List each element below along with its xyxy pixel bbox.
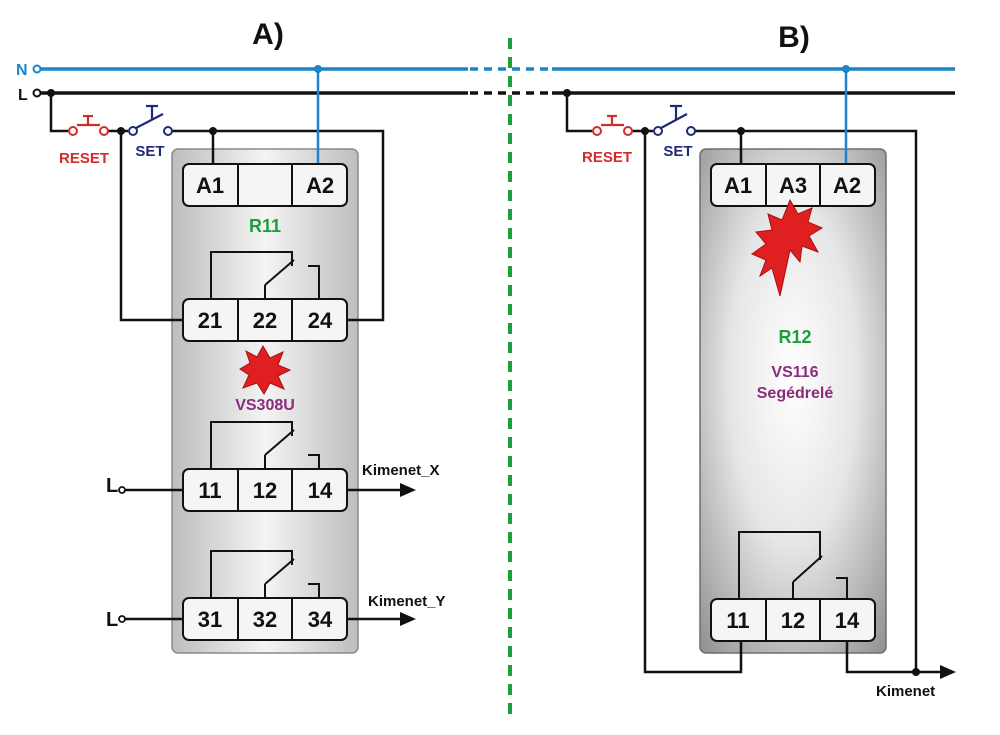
- set-label: SET: [135, 143, 164, 160]
- r11-terminals-11: 11 12 14: [182, 468, 348, 512]
- relay-r11-model: VS308U: [235, 397, 295, 414]
- set-button[interactable]: SET: [128, 104, 173, 160]
- r11-terminals-21: 21 22 24: [182, 298, 348, 342]
- reset-button-b[interactable]: RESET: [582, 114, 633, 166]
- l-rail-label: L: [18, 87, 28, 104]
- output-label: Kimenet: [876, 683, 935, 700]
- r11-terminals-31: 31 32 34: [182, 597, 348, 641]
- terminal-12-b: 12: [781, 608, 805, 633]
- terminal-12: 12: [253, 478, 277, 503]
- terminal-34: 34: [308, 607, 333, 632]
- relay-r12-model: VS116: [771, 364, 818, 381]
- terminal-31: 31: [198, 607, 222, 632]
- input-l-label-y: L: [106, 609, 118, 631]
- relay-r12-body: [699, 148, 887, 654]
- terminal-32: 32: [253, 607, 277, 632]
- relay-r11-name: R11: [249, 216, 281, 236]
- n-rail-label: N: [16, 62, 28, 79]
- terminal-a2-b: A2: [833, 173, 861, 198]
- r12-terminals-11: 11 12 14: [710, 598, 876, 642]
- spark-icon: [239, 344, 292, 395]
- relay-r12-name: R12: [778, 327, 811, 347]
- reset-label: RESET: [59, 150, 109, 167]
- output-y-arrow-icon: [400, 612, 416, 626]
- spark-icon-b: [750, 198, 824, 297]
- contact-11-symbol-b: [738, 531, 848, 600]
- contact-11-symbol: [210, 421, 320, 470]
- panel-a: RESET SET A1 A2 R11: [47, 65, 446, 654]
- set-label-b: SET: [663, 143, 692, 160]
- panel-b-title: B): [778, 21, 810, 54]
- terminal-a1: A1: [196, 173, 224, 198]
- relay-r12-desc: Segédrelé: [757, 385, 834, 402]
- terminal-14-b: 14: [835, 608, 860, 633]
- terminal-24: 24: [308, 308, 333, 333]
- contact-31-symbol: [210, 550, 320, 599]
- relay-r11-body: [171, 148, 359, 654]
- output-x-arrow-icon: [400, 483, 416, 497]
- input-l-label-x: L: [106, 475, 118, 497]
- output-arrow-icon: [940, 665, 956, 679]
- reset-label-b: RESET: [582, 149, 632, 166]
- terminal-11: 11: [198, 478, 221, 503]
- panel-a-title: A): [252, 18, 284, 51]
- panel-b: Kimenet RESET SET A1 A3 A2: [563, 65, 956, 700]
- terminal-21: 21: [198, 308, 222, 333]
- terminal-22: 22: [253, 308, 277, 333]
- output-x-label: Kimenet_X: [362, 462, 440, 479]
- r11-top-terminals: A1 A2: [182, 163, 348, 207]
- terminal-11-b: 11: [726, 608, 749, 633]
- reset-button[interactable]: RESET: [59, 114, 109, 167]
- l-rail: L: [18, 87, 955, 104]
- terminal-a1-b: A1: [724, 173, 752, 198]
- set-button-b[interactable]: SET: [653, 104, 696, 160]
- output-y-label: Kimenet_Y: [368, 593, 446, 610]
- contact-21-symbol: [210, 251, 320, 300]
- r12-top-terminals: A1 A3 A2: [710, 163, 876, 207]
- terminal-a3: A3: [779, 173, 807, 198]
- n-rail: N: [16, 62, 955, 79]
- terminal-a2: A2: [306, 173, 334, 198]
- terminal-14: 14: [308, 478, 333, 503]
